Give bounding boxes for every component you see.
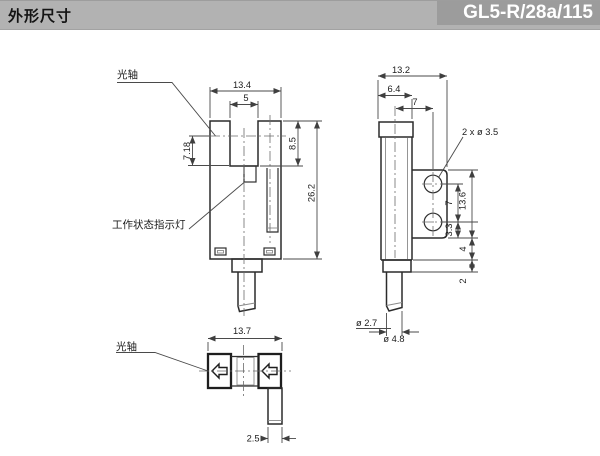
- dim-front-slot-depth: 8.5: [288, 137, 298, 150]
- dim-flange-to-body-end: 4: [458, 246, 468, 251]
- dim-bottom-width: 13.7: [233, 326, 251, 336]
- dim-side-body-width: 6.4: [388, 84, 401, 94]
- side-cable-gland: [382, 259, 412, 273]
- holes-label: 2 x ø 3.5: [462, 127, 498, 137]
- section-header-bar: 外形尺寸 GL5-R/28a/115: [0, 0, 600, 30]
- bottom-centerlines: [199, 345, 291, 397]
- bottom-optical-axis-label: 光轴: [116, 340, 137, 353]
- dim-hole-pitch: 7: [444, 200, 454, 205]
- side-head-cap: [378, 121, 414, 138]
- dim-flange-height: 13.6: [458, 192, 468, 210]
- front-flange-edge: [266, 168, 279, 233]
- front-cable: [237, 272, 256, 313]
- side-mounting-flange: [412, 169, 448, 239]
- dim-gland: 2: [458, 278, 468, 283]
- front-cable-gland: [231, 258, 263, 273]
- dim-front-width: 13.4: [233, 80, 251, 90]
- front-optical-axis-label: 光轴: [117, 68, 138, 81]
- bottom-view: 13.7 2.5 光轴: [116, 326, 296, 444]
- front-status-led-label: 工作状态指示灯: [112, 218, 186, 231]
- dim-side-axis-to-hole: 7: [412, 97, 417, 107]
- dim-front-axis-depth: 7.18: [182, 142, 192, 160]
- side-cable: [385, 272, 403, 312]
- dim-front-slot-width: 5: [243, 93, 248, 103]
- front-view: 13.4 5 7.18 8.5 26.2 光轴 工作状态指示灯: [112, 68, 322, 316]
- section-title: 外形尺寸: [8, 8, 73, 25]
- dim-cable-outer: ø 4.8: [383, 334, 404, 344]
- model-number: GL5-R/28a/115: [463, 2, 593, 23]
- dimension-drawing: 13.4 5 7.18 8.5 26.2 光轴 工作状态指示灯: [112, 65, 498, 444]
- bottom-flange-tab: [267, 387, 283, 425]
- model-number-box: GL5-R/28a/115: [437, 1, 600, 25]
- front-slot-right: [263, 247, 276, 256]
- side-view: 13.2 6.4 7 2 x ø 3.5 7 3.3 13.6 4: [356, 65, 498, 344]
- dim-flange-thickness: 2.5: [247, 434, 260, 444]
- dim-hole-to-edge: 3.3: [444, 224, 454, 237]
- dim-front-height: 26.2: [307, 184, 317, 202]
- front-status-led: [243, 165, 257, 183]
- front-slot-left: [214, 247, 227, 256]
- dim-side-width: 13.2: [392, 65, 410, 75]
- dim-cable-core: ø 2.7: [356, 318, 377, 328]
